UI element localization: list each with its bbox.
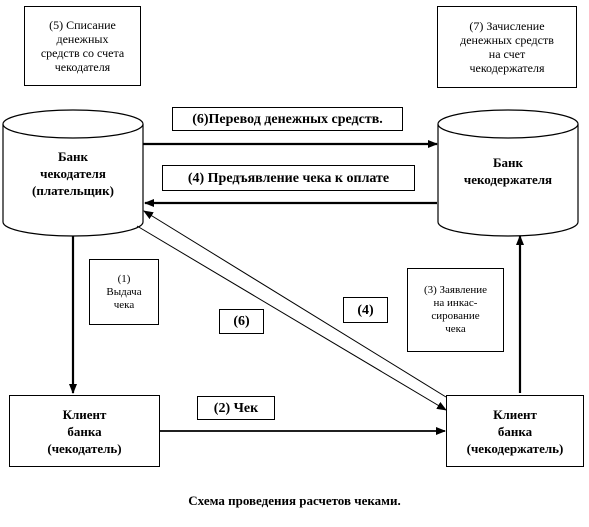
presentation-label: (4) Предъявление чека к оплате — [162, 165, 415, 191]
application-label: (3) Заявление на инкас- сирование чека — [407, 268, 504, 352]
payer-client-text: Клиент банка (чекодатель) — [47, 406, 122, 456]
credit-note: (7) Зачисление денежных средств на счет … — [437, 6, 577, 88]
diagonal-label-4-text: (4) — [357, 302, 374, 318]
credit-note-text: (7) Зачисление денежных средств на счет … — [460, 19, 554, 75]
diagonal-label-6-text: (6) — [233, 314, 250, 329]
holder-bank-cylinder — [437, 109, 579, 237]
diagonal-label-4: (4) — [343, 297, 388, 323]
payer-client-box: Клиент банка (чекодатель) — [9, 395, 160, 467]
issue-label: (1) Выдача чека — [89, 259, 159, 325]
check-label: (2) Чек — [197, 396, 275, 420]
payer-bank-cylinder — [2, 109, 144, 237]
debit-note: (5) Списание денежных средств со счета ч… — [24, 6, 141, 86]
issue-label-text: (1) Выдача чека — [106, 272, 142, 311]
presentation-label-text: (4) Предъявление чека к оплате — [187, 170, 390, 186]
diagonal-arrow-4 — [143, 210, 447, 398]
check-label-text: (2) Чек — [213, 400, 259, 416]
holder-bank-label: Банк чекодержателя — [463, 155, 553, 187]
diagram-caption: Схема проведения расчетов чеками. — [188, 493, 401, 508]
diagonal-label-6: (6) — [219, 309, 264, 334]
holder-client-box: Клиент банка (чекодержатель) — [446, 395, 584, 467]
diagonal-arrow-6 — [136, 225, 447, 411]
payer-bank-label: Банк чекодателя (плательщик) — [32, 149, 114, 198]
holder-client-text: Клиент банка (чекодержатель) — [466, 406, 564, 456]
transfer-label-text: (6)Перевод денежных средств. — [192, 111, 383, 127]
transfer-label: (6)Перевод денежных средств. — [172, 107, 403, 131]
application-label-text: (3) Заявление на инкас- сирование чека — [423, 284, 488, 335]
debit-note-text: (5) Списание денежных средств со счета ч… — [40, 18, 125, 74]
